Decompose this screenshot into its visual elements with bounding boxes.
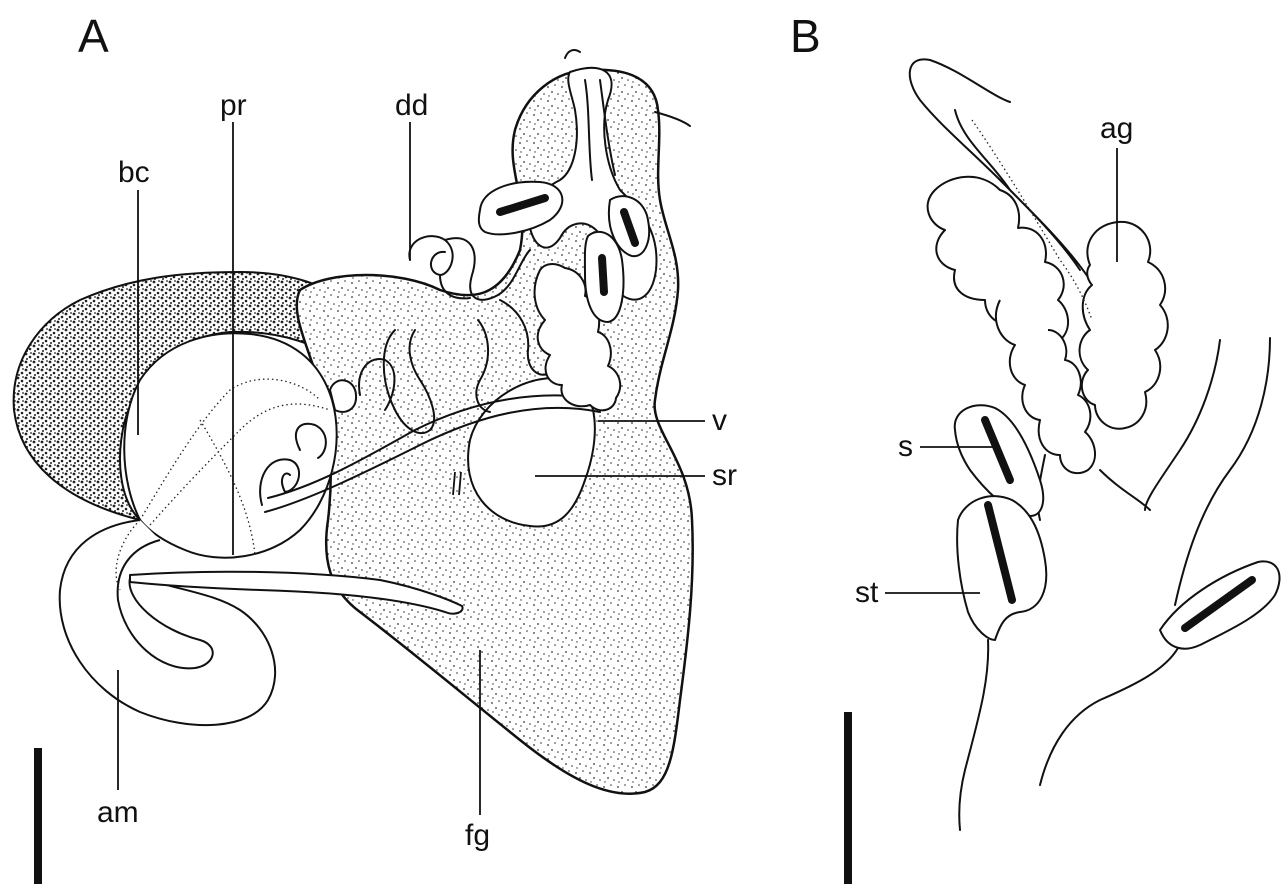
label-am: am xyxy=(97,796,139,829)
bursa-copulatrix-bc xyxy=(124,333,336,557)
panel-b-letter: B xyxy=(790,10,821,62)
albumen-gland-right xyxy=(1080,222,1168,429)
label-fg: fg xyxy=(465,819,490,852)
panel-a: A xyxy=(14,10,737,884)
label-pr: pr xyxy=(220,89,247,122)
label-sr: sr xyxy=(712,459,737,492)
panel-a-letter: A xyxy=(78,10,109,62)
duct-knob xyxy=(330,380,356,412)
label-s: s xyxy=(898,430,913,463)
label-dd: dd xyxy=(395,89,428,122)
albumen-lower-column xyxy=(1038,455,1150,520)
label-v: v xyxy=(712,404,727,437)
label-ag: ag xyxy=(1100,112,1133,145)
panel-b: B ag s st xyxy=(790,10,1280,884)
lower-oval-mark xyxy=(602,258,604,292)
label-bc: bc xyxy=(118,156,150,189)
label-st: st xyxy=(855,576,879,609)
